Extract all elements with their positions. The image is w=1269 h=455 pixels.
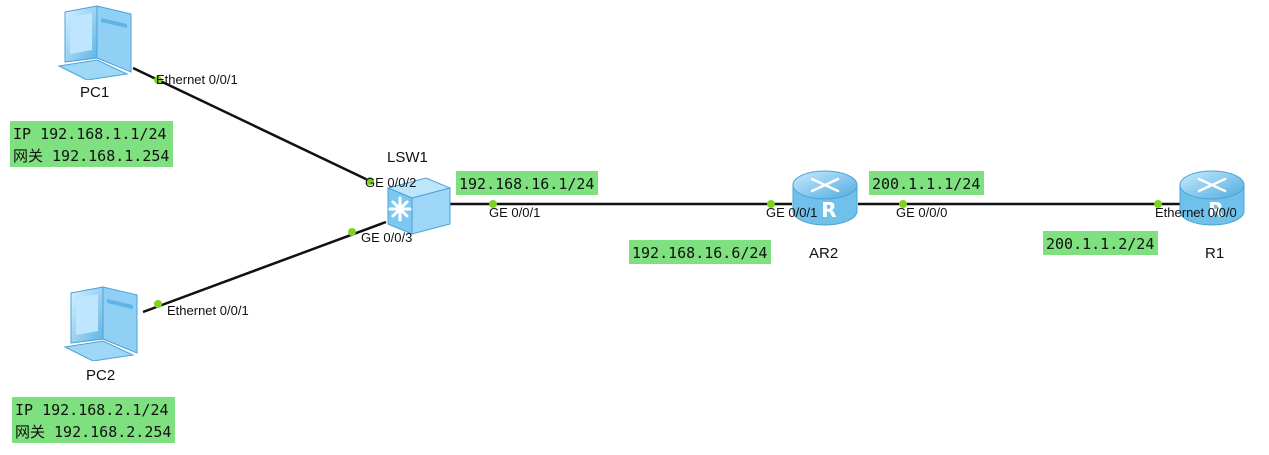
- pc2-pc-icon[interactable]: [63, 285, 143, 361]
- link-pc2-lsw1[interactable]: [142, 220, 387, 314]
- note-r1-wan-ip: 200.1.1.2/24: [1043, 231, 1159, 255]
- r1-router-icon[interactable]: R: [1177, 167, 1247, 229]
- port-dot-lsw1-ge2: [366, 177, 374, 185]
- port-label-ar2-ge0: GE 0/0/0: [896, 205, 948, 220]
- note-ar2-wan-ip: 200.1.1.1/24: [869, 171, 985, 195]
- port-label-pc2-eth: Ethernet 0/0/1: [167, 303, 249, 318]
- port-label-lsw1-ge2: GE 0/0/2: [365, 175, 417, 190]
- svg-text:R: R: [821, 198, 836, 222]
- note-pc2-address: IP 192.168.2.1/24 网关 192.168.2.254: [12, 397, 176, 443]
- port-dot-ar2-ge0: [899, 200, 907, 208]
- link-pc1-lsw1[interactable]: [132, 66, 371, 183]
- port-label-lsw1-ge1: GE 0/0/1: [489, 205, 541, 220]
- port-label-pc1-eth: Ethernet 0/0/1: [156, 72, 238, 87]
- port-dot-lsw1-ge3: [348, 228, 356, 236]
- note-lsw1-network: 192.168.16.1/24: [456, 171, 599, 195]
- svg-text:R: R: [1208, 198, 1223, 222]
- lsw1-switch-icon[interactable]: [384, 176, 454, 236]
- r1-label: R1: [1205, 245, 1225, 262]
- pc1-label: PC1: [80, 84, 110, 101]
- lsw1-label: LSW1: [387, 149, 428, 166]
- port-dot-lsw1-ge1: [489, 200, 497, 208]
- note-pc2-ip: IP 192.168.2.1/24: [15, 401, 169, 419]
- note-pc1-ip: IP 192.168.1.1/24: [13, 125, 167, 143]
- note-pc1-address: IP 192.168.1.1/24 网关 192.168.1.254: [10, 121, 174, 167]
- note-pc1-gateway: 网关 192.168.1.254: [13, 147, 170, 165]
- note-pc2-gateway: 网关 192.168.2.254: [15, 423, 172, 441]
- pc2-label: PC2: [86, 367, 116, 384]
- port-dot-pc2-eth: [154, 300, 162, 308]
- note-ar2-lan-ip: 192.168.16.6/24: [629, 240, 772, 264]
- port-label-lsw1-ge3: GE 0/0/3: [361, 230, 413, 245]
- port-dot-r1-eth: [1154, 200, 1162, 208]
- ar2-label: AR2: [809, 245, 839, 262]
- ar2-router-icon[interactable]: R: [790, 167, 860, 229]
- port-label-r1-eth: Ethernet 0/0/0: [1155, 205, 1237, 220]
- port-dot-ar2-ge1: [767, 200, 775, 208]
- port-label-ar2-ge1: GE 0/0/1: [766, 205, 818, 220]
- pc1-pc-icon[interactable]: [57, 4, 137, 80]
- port-dot-pc1-eth: [154, 76, 162, 84]
